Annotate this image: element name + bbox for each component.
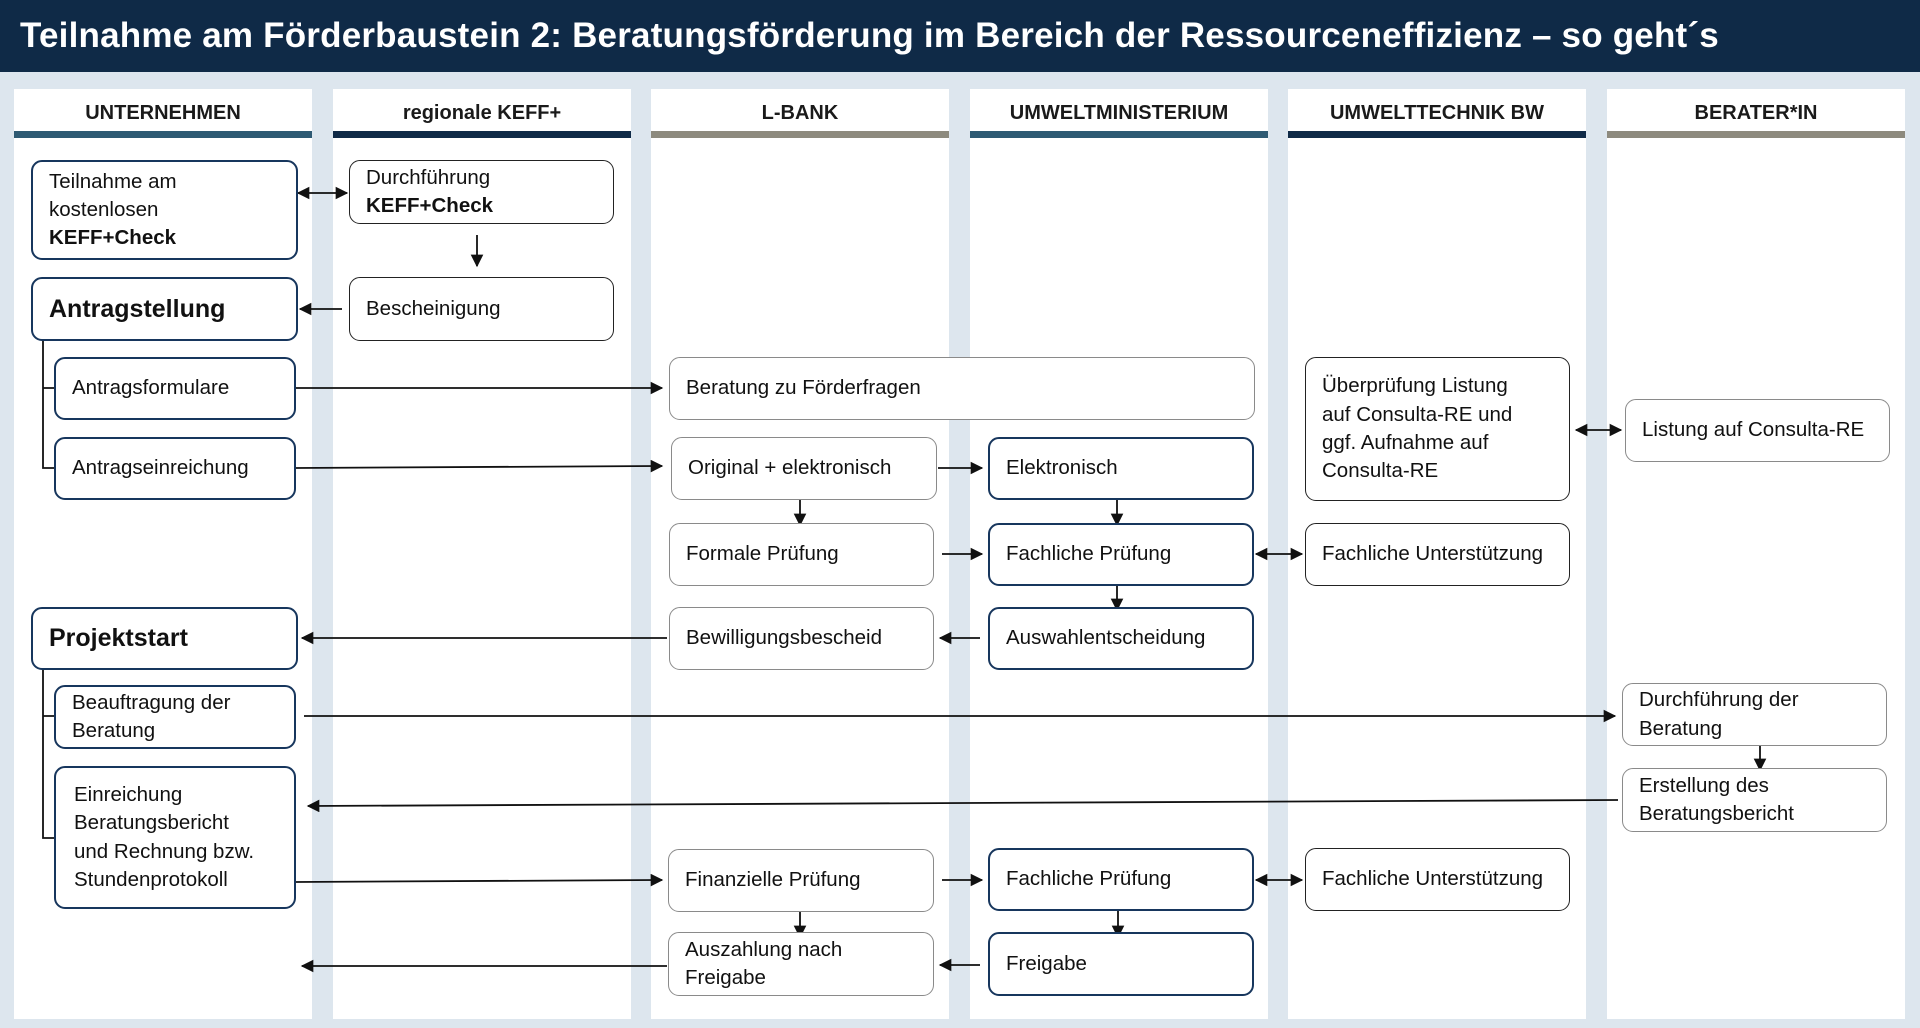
box-fachliche-pruefung-2-label: Fachliche Prüfung <box>1006 867 1172 891</box>
box-fachliche-unterstuetzung-1: Fachliche Unterstützung <box>1305 523 1570 586</box>
bracket-projekt <box>42 669 54 839</box>
box-fachliche-pruefung-1-label: Fachliche Prüfung <box>1006 542 1172 566</box>
column-header-umweltministerium: UMWELTMINISTERIUM <box>970 89 1268 137</box>
box-ueberpruefung-line3: ggf. Aufnahme auf <box>1322 431 1489 454</box>
column-header-lbank: L-BANK <box>651 89 949 137</box>
column-bar-berater <box>1607 131 1905 138</box>
box-projektstart: Projektstart <box>31 607 298 670</box>
column-header-unternehmen: UNTERNEHMEN <box>14 89 312 137</box>
box-erstellung-bericht: Erstellung des Beratungsbericht <box>1622 768 1887 832</box>
lane-berater <box>1607 89 1905 1019</box>
bracket-antrag <box>42 340 54 469</box>
column-header-umwelttechnik: UMWELTTECHNIK BW <box>1288 89 1586 137</box>
box-finanzielle-pruefung: Finanzielle Prüfung <box>668 849 934 912</box>
box-bescheinigung-label: Bescheinigung <box>366 296 501 320</box>
box-fachliche-unterstuetzung-1-label: Fachliche Unterstützung <box>1322 542 1544 566</box>
box-auswahlentscheidung: Auswahlentscheidung <box>988 607 1254 670</box>
box-durchfuehrung-beratung-line1: Durchführung der <box>1639 688 1799 712</box>
box-ueberpruefung-line4: Consulta-RE <box>1322 459 1439 483</box>
box-teilnahme-keff-check: Teilnahme am kostenlosen KEFF+Check <box>31 160 298 260</box>
box-finanzielle-pruefung-label: Finanzielle Prüfung <box>685 868 861 892</box>
box-bewilligungsbescheid-label: Bewilligungsbescheid <box>686 626 883 650</box>
lane-keff <box>333 89 631 1019</box>
box-durchfuehrung-beratung: Durchführung der Beratung <box>1622 683 1887 746</box>
box-beauftragung-line1: Beauftragung der <box>72 690 231 714</box>
box-auszahlung: Auszahlung nach Freigabe <box>668 932 934 996</box>
box-teilnahme-line1: Teilnahme am <box>49 169 177 193</box>
box-formale-pruefung-label: Formale Prüfung <box>686 542 839 566</box>
box-fachliche-pruefung-1: Fachliche Prüfung <box>988 523 1254 586</box>
box-ueberpruefung-line1: Überprüfung Listung <box>1322 374 1508 398</box>
box-einreichung-line3: und Rechnung bzw. <box>74 839 255 863</box>
arrow-erstellung-einreichung <box>306 799 1619 813</box>
box-durchfuehrung-keff-check: Durchführung KEFF+Check <box>349 160 614 224</box>
box-durchfuehrung-line1: Durchführung <box>366 165 491 189</box>
box-listung-label: Listung auf Consulta-RE <box>1642 418 1865 442</box>
box-auswahlentscheidung-label: Auswahlentscheidung <box>1006 626 1206 650</box>
box-original-elektronisch-label: Original + elektronisch <box>688 456 892 480</box>
box-projektstart-label: Projektstart <box>49 624 188 653</box>
column-bar-lbank <box>651 131 949 138</box>
box-beauftragung: Beauftragung der Beratung <box>54 685 296 749</box>
box-einreichung-bericht: Einreichung Beratungsbericht und Rechnun… <box>54 766 296 909</box>
box-bescheinigung: Bescheinigung <box>349 277 614 341</box>
box-antragseinreichung: Antragseinreichung <box>54 437 296 500</box>
arrow-einreichung-original <box>295 459 664 473</box>
box-elektronisch-label: Elektronisch <box>1006 456 1118 480</box>
box-ueberpruefung-line2: auf Consulta-RE und <box>1322 402 1513 426</box>
box-fachliche-unterstuetzung-2-label: Fachliche Unterstützung <box>1322 867 1544 891</box>
page-title-text: Teilnahme am Förderbaustein 2: Beratungs… <box>20 16 1719 55</box>
page-title: Teilnahme am Förderbaustein 2: Beratungs… <box>0 0 1920 72</box>
box-freigabe: Freigabe <box>988 932 1254 996</box>
box-einreichung-line4: Stundenprotokoll <box>74 867 228 891</box>
column-bar-umweltministerium <box>970 131 1268 138</box>
box-beauftragung-line2: Beratung <box>72 719 156 742</box>
box-erstellung-line1: Erstellung des <box>1639 773 1769 797</box>
box-antragseinreichung-label: Antragseinreichung <box>72 456 249 480</box>
box-einreichung-line2: Beratungsbericht <box>74 811 229 835</box>
box-bewilligungsbescheid: Bewilligungsbescheid <box>669 607 934 670</box>
box-original-elektronisch: Original + elektronisch <box>671 437 937 500</box>
box-erstellung-line2: Beratungsbericht <box>1639 802 1794 825</box>
box-fachliche-pruefung-2: Fachliche Prüfung <box>988 848 1254 911</box>
box-antragstellung: Antragstellung <box>31 277 298 341</box>
box-ueberpruefung-listung: Überprüfung Listung auf Consulta-RE und … <box>1305 357 1570 501</box>
box-antragstellung-label: Antragstellung <box>49 294 226 323</box>
column-bar-umwelttechnik <box>1288 131 1586 138</box>
box-listung-consulta: Listung auf Consulta-RE <box>1625 399 1890 462</box>
box-durchfuehrung-line2: KEFF+Check <box>366 194 494 217</box>
column-header-berater: BERATER*IN <box>1607 89 1905 137</box>
column-bar-keff <box>333 131 631 138</box>
box-antragsformulare-label: Antragsformulare <box>72 376 230 400</box>
box-elektronisch: Elektronisch <box>988 437 1254 500</box>
box-beratung-foerderfragen-label: Beratung zu Förderfragen <box>686 376 921 400</box>
box-formale-pruefung: Formale Prüfung <box>669 523 934 586</box>
column-header-keff: regionale KEFF+ <box>333 89 631 137</box>
box-auszahlung-line1: Auszahlung nach <box>685 937 843 961</box>
column-bar-unternehmen <box>14 131 312 138</box>
box-teilnahme-line2: kostenlosen <box>49 197 159 221</box>
box-antragsformulare: Antragsformulare <box>54 357 296 420</box>
box-beratung-foerderfragen: Beratung zu Förderfragen <box>669 357 1255 420</box>
box-durchfuehrung-beratung-line2: Beratung <box>1639 716 1723 740</box>
box-freigabe-label: Freigabe <box>1006 951 1087 975</box>
arrow-einreichung-finanzielle <box>295 873 664 887</box>
box-fachliche-unterstuetzung-2: Fachliche Unterstützung <box>1305 848 1570 911</box>
box-teilnahme-line3: KEFF+Check <box>49 226 177 250</box>
box-einreichung-line1: Einreichung <box>74 782 183 806</box>
box-auszahlung-line2: Freigabe <box>685 966 766 989</box>
